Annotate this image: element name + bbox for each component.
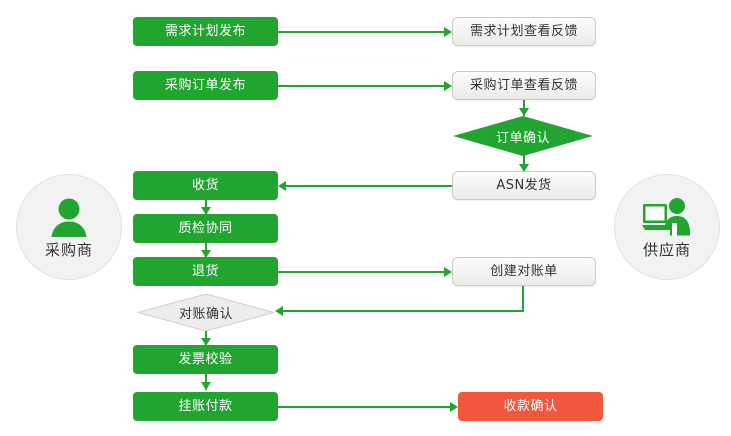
actor-supplier[interactable]: 供应商: [614, 174, 720, 280]
node-label: 发票校验: [178, 352, 233, 367]
node-qc-collaboration[interactable]: 质检协同: [133, 214, 278, 243]
node-label: 挂账付款: [178, 399, 233, 414]
edge-qc-arrowhead: [201, 250, 211, 258]
node-label: 需求计划查看反馈: [469, 24, 578, 39]
node-demand-plan-publish[interactable]: 需求计划发布: [133, 17, 278, 46]
node-label: 订单确认: [495, 130, 550, 146]
edge-return-arrowhead: [444, 267, 452, 277]
diamond-shape: [453, 116, 593, 156]
node-receive-goods[interactable]: 收货: [133, 171, 278, 200]
node-payment-on-account[interactable]: 挂账付款: [133, 392, 278, 421]
edge-po-publish: [278, 85, 444, 87]
actor-buyer[interactable]: 采购商: [16, 174, 122, 280]
edge-demand-plan-arrowhead: [444, 27, 452, 37]
edge-order-confirm-to-asn: [523, 155, 525, 172]
person-icon: [51, 198, 87, 237]
edge-statement-arrowhead: [275, 306, 283, 316]
actor-label: 供应商: [642, 241, 691, 259]
node-order-confirm[interactable]: 订单确认: [453, 116, 593, 156]
edge-return-to-statement: [278, 271, 444, 273]
edge-payment-arrowhead: [450, 402, 458, 412]
edge-confirm-arrowhead: [201, 338, 211, 346]
node-label: 采购订单查看反馈: [469, 78, 578, 93]
node-po-feedback[interactable]: 采购订单查看反馈: [452, 71, 596, 100]
node-invoice-verify[interactable]: 发票校验: [133, 345, 278, 374]
node-label: 收款确认: [503, 399, 558, 414]
node-label: 退货: [191, 264, 219, 279]
person-at-computer-icon: [642, 198, 690, 236]
node-label: 对账确认: [178, 307, 233, 322]
edge-asn-to-receive: [286, 185, 452, 187]
node-receipt-confirm[interactable]: 收款确认: [458, 392, 603, 421]
node-label: 采购订单发布: [164, 78, 246, 93]
edge-asn-arrowhead: [278, 181, 286, 191]
node-statement-confirm[interactable]: 对账确认: [138, 294, 274, 331]
node-return-goods[interactable]: 退货: [133, 257, 278, 286]
node-label: ASN发货: [496, 178, 552, 193]
edge-invoice-arrowhead: [201, 382, 211, 390]
node-po-publish[interactable]: 采购订单发布: [133, 71, 278, 100]
node-label: 质检协同: [178, 221, 233, 236]
edge-order-confirm-arrowhead: [519, 164, 529, 172]
edge-po-publish-arrowhead: [444, 81, 452, 91]
node-create-statement[interactable]: 创建对账单: [452, 257, 596, 286]
edge-statement-left: [283, 310, 524, 312]
diamond-shape: [138, 294, 274, 331]
actor-label: 采购商: [44, 241, 93, 259]
node-label: 收货: [191, 178, 219, 193]
node-asn-shipment[interactable]: ASN发货: [452, 171, 596, 200]
node-label: 需求计划发布: [164, 24, 246, 39]
node-label: 创建对账单: [490, 264, 558, 279]
edge-statement-down: [522, 286, 524, 311]
edge-po-feedback-arrowhead: [519, 108, 529, 116]
edge-payment-to-receipt: [278, 406, 450, 408]
node-demand-plan-feedback[interactable]: 需求计划查看反馈: [452, 17, 596, 46]
edge-receive-arrowhead: [201, 207, 211, 215]
edge-demand-plan: [278, 31, 444, 33]
